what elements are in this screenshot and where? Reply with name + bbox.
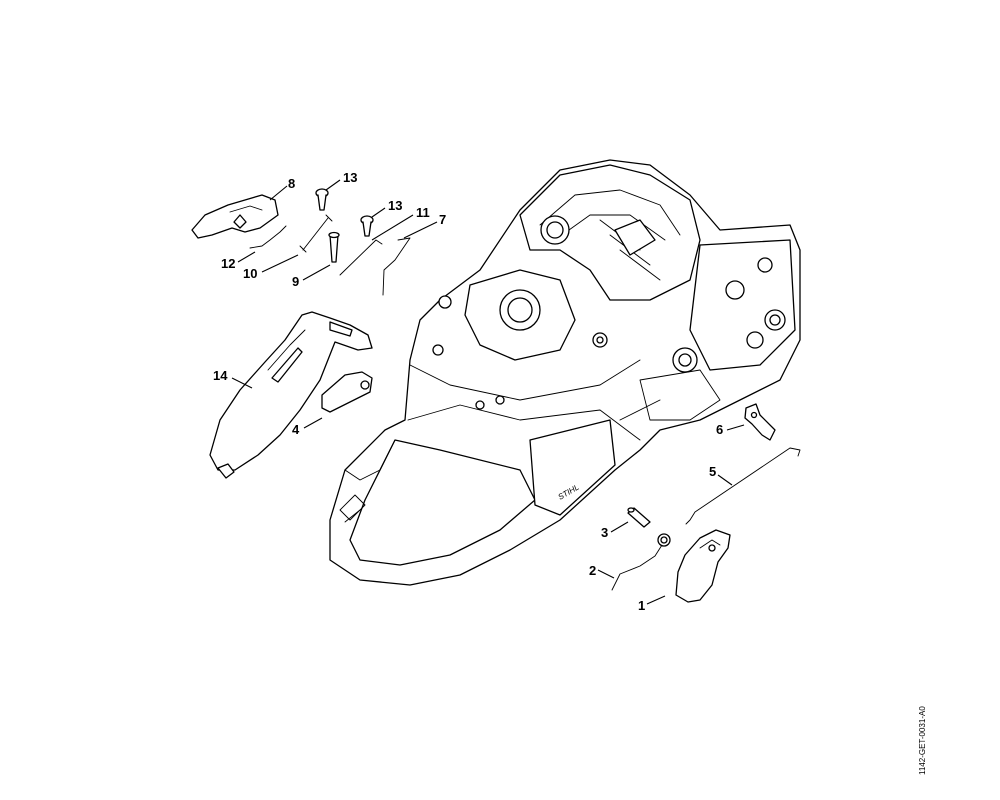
label-part-14: 14 bbox=[213, 368, 228, 383]
label-part-1: 1 bbox=[638, 598, 645, 613]
part-7-wire bbox=[382, 237, 411, 296]
part-11-rod bbox=[339, 239, 383, 276]
part-13b-screw bbox=[360, 215, 374, 237]
main-housing bbox=[329, 159, 801, 586]
part-labels: 8 13 13 11 7 12 10 9 14 4 6 5 3 2 1 bbox=[213, 170, 723, 613]
label-part-10: 10 bbox=[243, 266, 257, 281]
part-8-lever bbox=[191, 194, 279, 239]
label-part-13a: 13 bbox=[343, 170, 357, 185]
part-6-lever bbox=[744, 403, 776, 441]
leader-lines bbox=[231, 179, 745, 605]
part-13a-screw bbox=[315, 188, 329, 211]
label-part-11: 11 bbox=[416, 205, 430, 220]
part-14-handle-molding bbox=[209, 311, 373, 479]
part-4-grip-plate bbox=[321, 371, 373, 413]
label-part-7: 7 bbox=[439, 212, 446, 227]
part-2-spring bbox=[611, 533, 671, 591]
label-part-6: 6 bbox=[716, 422, 723, 437]
part-12-clip bbox=[249, 225, 287, 249]
label-part-8: 8 bbox=[288, 176, 295, 191]
part-10-rod bbox=[299, 214, 333, 253]
label-part-13b: 13 bbox=[388, 198, 402, 213]
label-part-4: 4 bbox=[292, 422, 300, 437]
label-part-12: 12 bbox=[221, 256, 235, 271]
part-3-pin bbox=[627, 507, 651, 528]
document-code: 1142-GET-0031-A0 bbox=[918, 706, 927, 775]
label-part-2: 2 bbox=[589, 563, 596, 578]
label-part-3: 3 bbox=[601, 525, 608, 540]
part-9-pin bbox=[328, 231, 340, 263]
part-5-throttle-rod bbox=[685, 447, 801, 525]
label-part-5: 5 bbox=[709, 464, 716, 479]
part-1-trigger bbox=[675, 529, 731, 603]
label-part-9: 9 bbox=[292, 274, 299, 289]
